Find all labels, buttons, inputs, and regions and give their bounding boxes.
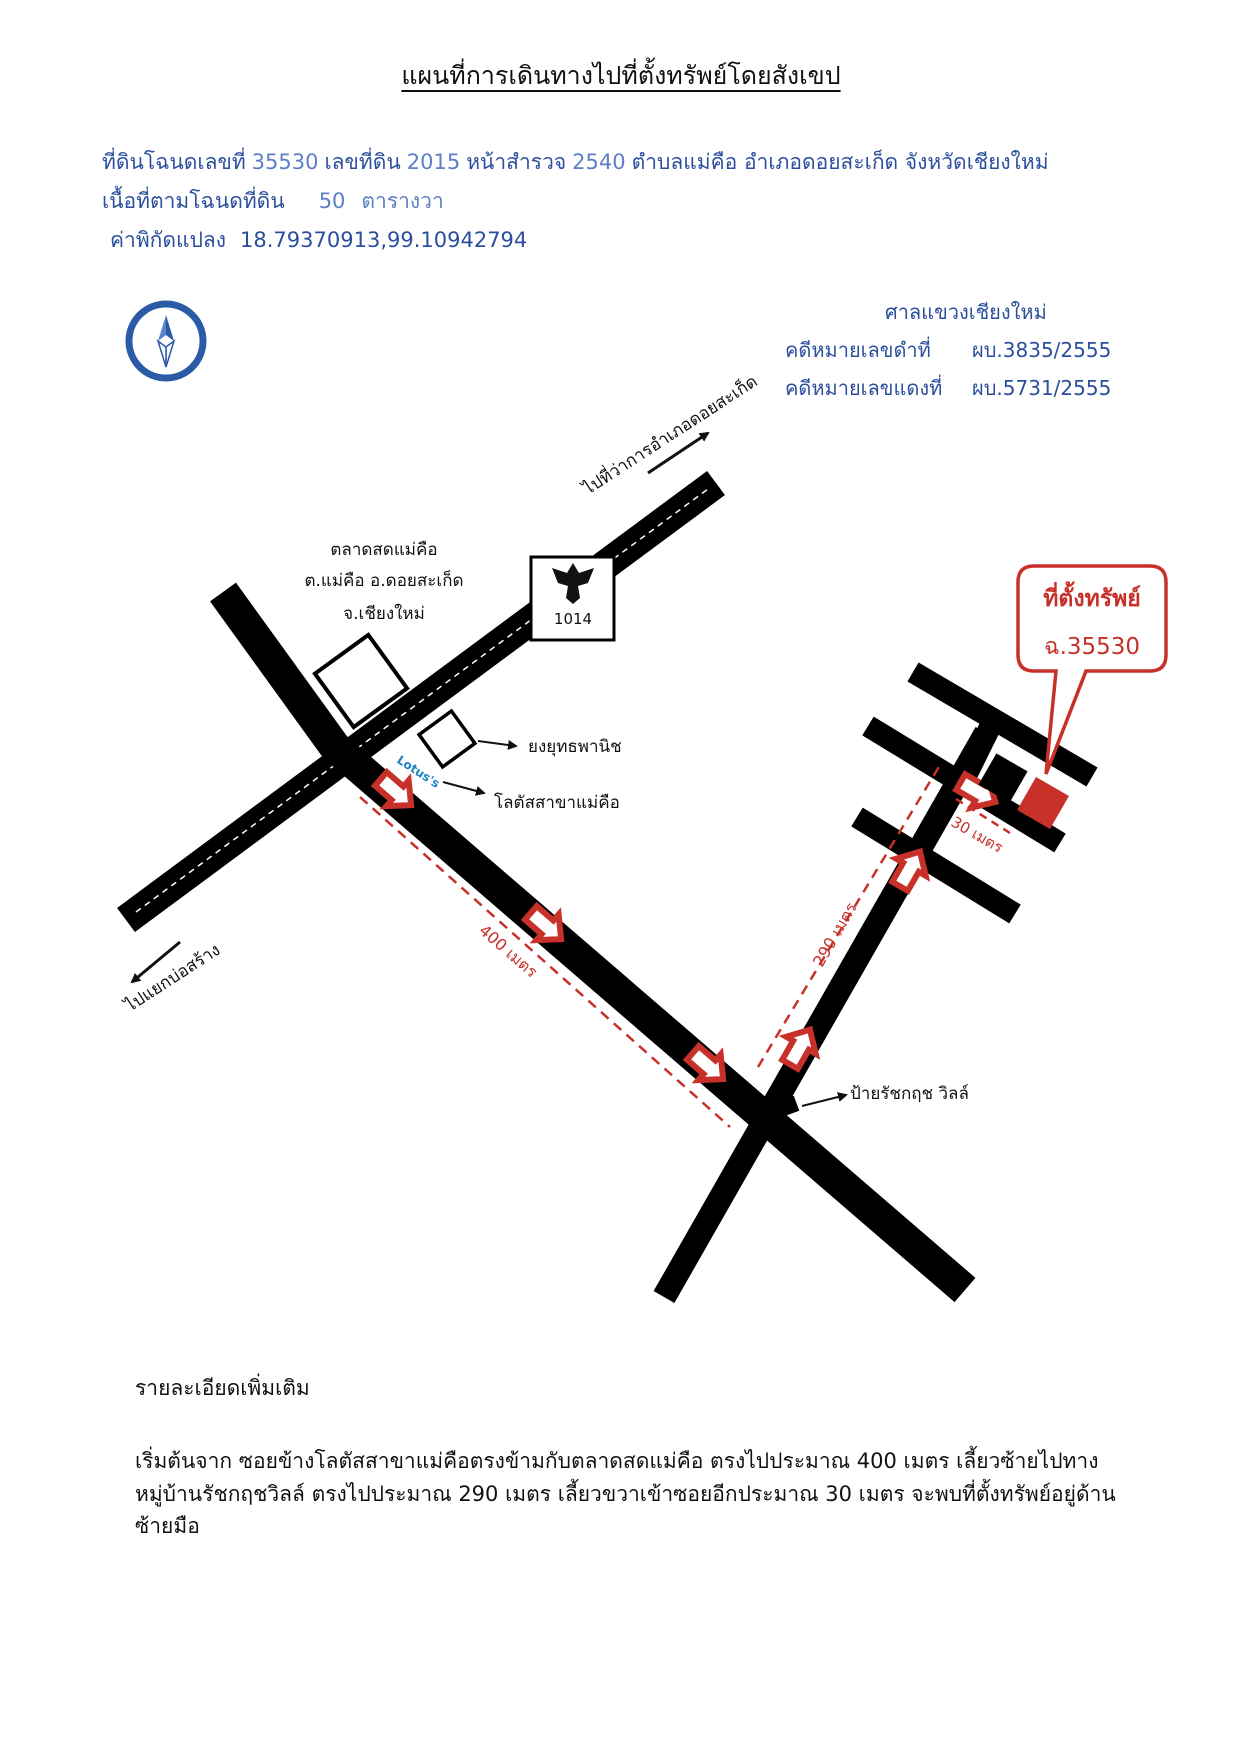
soi-1-road — [653, 727, 997, 1303]
details-heading: รายละเอียดเพิ่มเติม — [135, 1376, 310, 1400]
survey-number: 2540 — [572, 150, 626, 174]
neighbor-plot — [978, 753, 1028, 803]
page-title: แผนที่การเดินทางไปที่ตั้งทรัพย์โดยสังเขป — [401, 61, 841, 90]
survey-label: หน้าสำรวจ — [466, 150, 567, 174]
to-district-office-label: ไปที่ว่าการอำเภอดอยสะเก็ด — [577, 369, 762, 500]
village-signpost — [778, 1095, 800, 1117]
area-unit: ตารางวา — [361, 189, 444, 213]
arrow-to-lotus-icon — [442, 781, 486, 796]
distance-guide-400 — [359, 796, 731, 1128]
market-address-label: ต.แม่คือ อ.ดอยสะเก็ด — [304, 569, 463, 591]
village-sign-label: ป้ายรัชกฤช วิลล์ — [850, 1084, 969, 1104]
arrow-to-yongyut-icon — [477, 739, 518, 750]
area-value: 50 — [318, 189, 346, 213]
property-callout — [1016, 564, 1168, 775]
property-deed-label: ฉ.35530 — [1044, 634, 1140, 660]
lotus-soi-road — [324, 734, 976, 1303]
market-province-label: จ.เชียงใหม่ — [343, 603, 425, 624]
coord-value: 18.79370913,99.10942794 — [240, 228, 528, 252]
market-building — [312, 632, 410, 730]
market-side-road — [210, 582, 348, 757]
deed-number: 35530 — [251, 150, 319, 174]
coord-label: ค่าพิกัดแปลง — [110, 228, 227, 252]
highway-1014-sign — [529, 555, 616, 642]
lotus-branch-label: โลตัสสาขาแม่คือ — [494, 792, 620, 813]
yongyut-shop-building — [416, 708, 478, 770]
highway-centerline — [135, 488, 709, 913]
black-case-number: ผบ.3835/2555 — [972, 338, 1112, 362]
property-title-label: ที่ตั้งทรัพย์ — [1043, 581, 1140, 612]
red-case-number: ผบ.5731/2555 — [972, 376, 1112, 400]
highway-number-label: 1014 — [554, 610, 592, 628]
property-plot — [1017, 777, 1069, 829]
distance-guide-290 — [756, 764, 942, 1068]
property-lane-upper — [907, 662, 1098, 787]
arrow-to-village-sign-icon — [801, 1092, 848, 1107]
court-name: ศาลแขวงเชียงใหม่ — [885, 300, 1047, 324]
property-lane-lower — [851, 807, 1021, 924]
red-case-label: คดีหมายเลขแดงที่ — [785, 376, 943, 400]
yongyut-shop-label: ยงยุทธพานิช — [528, 737, 622, 757]
arrow-to-junction-icon — [130, 940, 181, 984]
compass-icon — [125, 300, 207, 382]
arrow-to-district-office-icon — [647, 431, 710, 475]
land-no-label: เลขที่ดิน — [324, 150, 401, 174]
parcel-location: ตำบลแม่คือ อำเภอดอยสะเก็ด จังหวัดเชียงให… — [631, 150, 1049, 174]
details-body: เริ่มต้นจาก ซอยข้างโลตัสสาขาแม่คือตรงข้า… — [135, 1449, 1116, 1539]
deed-label: ที่ดินโฉนดเลขที่ — [102, 150, 246, 174]
black-case-label: คดีหมายเลขดำที่ — [785, 338, 931, 362]
land-number: 2015 — [406, 150, 461, 174]
garuda-emblem-icon — [552, 563, 594, 604]
area-label: เนื้อที่ตามโฉนดที่ดิน — [102, 189, 285, 213]
distance-30-label: 30 เมตร — [948, 813, 1006, 857]
distance-guide-30 — [955, 797, 1011, 835]
parcel-line-3: ค่าพิกัดแปลง 18.79370913,99.10942794 — [110, 224, 527, 257]
market-name-label: ตลาดสดแม่คือ — [330, 540, 437, 560]
parcel-line-2: เนื้อที่ตามโฉนดที่ดิน 50 ตารางวา — [102, 185, 444, 218]
